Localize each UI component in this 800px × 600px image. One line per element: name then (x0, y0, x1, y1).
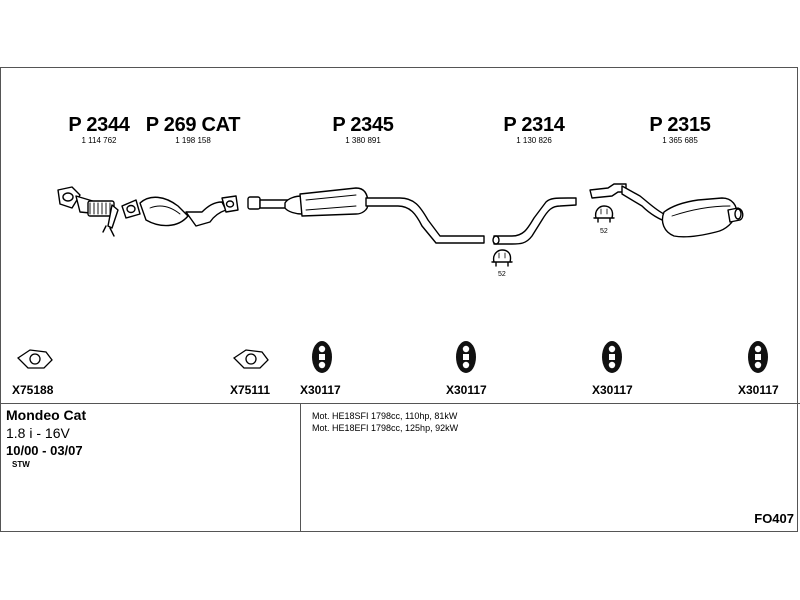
fitting-label-x75111[interactable]: X75111 (230, 383, 271, 397)
pipe-clamp-icon (491, 249, 513, 267)
rubber-hanger-icon (312, 341, 332, 373)
divider-vertical (300, 403, 301, 531)
vehicle-years: 10/00 - 03/07 (6, 443, 83, 458)
part-code: P 2314 (503, 114, 565, 136)
part-p2314[interactable]: P 2314 1 130 826 (503, 114, 565, 146)
part-number: 1 114 762 (81, 136, 117, 145)
fitting-label-x30117[interactable]: X30117 (738, 383, 779, 397)
flange-gasket-icon (16, 349, 53, 369)
part-code: P 2344 (68, 114, 130, 136)
vehicle-engine: 1.8 i - 16V (6, 425, 70, 441)
diagram-frame (0, 67, 798, 532)
motor-specs: Mot. HE18SFI 1798cc, 110hp, 81kW Mot. HE… (312, 410, 458, 434)
rubber-hanger-icon (456, 341, 476, 373)
vehicle-body: STW (12, 460, 30, 469)
fitting-label-x30117[interactable]: X30117 (446, 383, 487, 397)
fitting-label-x30117[interactable]: X30117 (300, 383, 341, 397)
flange-gasket-icon (232, 349, 269, 369)
rear-silencer-drawing[interactable] (589, 183, 744, 238)
vehicle-model: Mondeo Cat (6, 407, 87, 423)
part-number: 1 198 158 (175, 136, 211, 145)
fitting-label-x30117[interactable]: X30117 (592, 383, 633, 397)
vehicle-info: Mondeo Cat 1.8 i - 16V 10/00 - 03/07 STW (6, 406, 86, 469)
part-code: P 2345 (332, 114, 394, 136)
pipe-clamp-icon (593, 205, 615, 223)
part-code: P 269 CAT (145, 114, 241, 136)
centre-silencer-drawing[interactable] (247, 187, 485, 244)
front-pipe-drawing[interactable] (57, 186, 119, 237)
part-code: P 2315 (649, 114, 711, 136)
rubber-hanger-icon (602, 341, 622, 373)
rubber-hanger-icon (748, 341, 768, 373)
part-number: 1 365 685 (662, 136, 698, 145)
fitting-label-x75188[interactable]: X75188 (12, 383, 54, 397)
part-p2345[interactable]: P 2345 1 380 891 (332, 114, 394, 146)
catalytic-converter-drawing[interactable] (121, 195, 239, 227)
part-p2344[interactable]: P 2344 1 114 762 (68, 114, 130, 146)
motor-spec-line: Mot. HE18EFI 1798cc, 125hp, 92kW (312, 423, 459, 433)
motor-spec-line: Mot. HE18SFI 1798cc, 110hp, 81kW (312, 411, 458, 421)
intermediate-pipe-drawing[interactable] (492, 197, 577, 245)
clamp-label: 52 (600, 228, 608, 235)
part-p269cat[interactable]: P 269 CAT 1 198 158 (145, 114, 241, 146)
clamp-label: 52 (498, 271, 506, 278)
divider-horizontal (0, 403, 800, 404)
reference-code: FO407 (754, 511, 794, 526)
part-p2315[interactable]: P 2315 1 365 685 (649, 114, 711, 146)
part-number: 1 130 826 (516, 136, 552, 145)
part-number: 1 380 891 (345, 136, 381, 145)
